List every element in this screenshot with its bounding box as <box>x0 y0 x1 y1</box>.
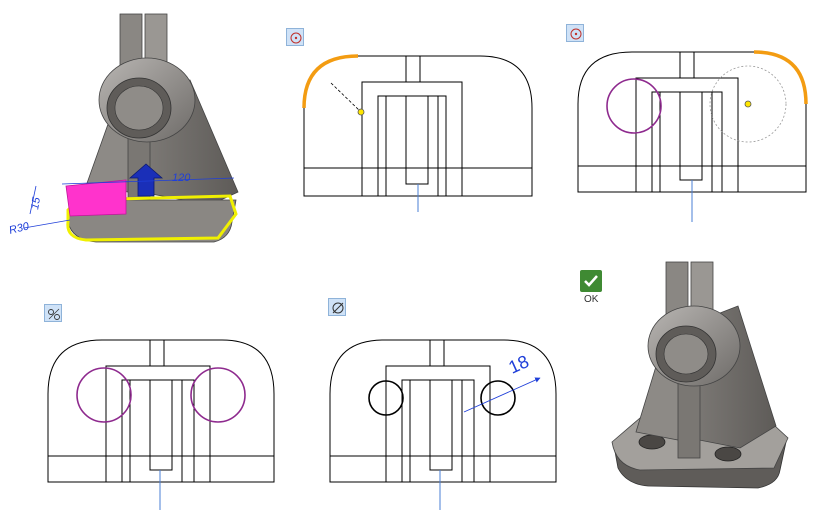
step1-3d-bracket-preview: 120 15 R30 <box>8 13 239 243</box>
dimension-radius-line <box>23 219 71 229</box>
circle-center-icon[interactable] <box>566 24 584 42</box>
arc-center-point[interactable] <box>357 108 365 116</box>
sketch-web-mid <box>377 95 447 197</box>
circle-center-icon[interactable] <box>286 28 304 46</box>
sketch-web-outer <box>361 81 463 197</box>
concentric-circles-icon[interactable] <box>44 304 62 322</box>
diameter-dimension-line <box>463 377 541 413</box>
extrude-face <box>65 179 127 217</box>
step3-sketch-draw-circle <box>577 50 808 222</box>
diameter-icon[interactable] <box>328 298 346 316</box>
sketch-circle-right[interactable] <box>190 367 246 423</box>
bracket-hub-bore <box>114 85 164 131</box>
result-web <box>677 377 701 459</box>
sketch-outline <box>329 339 557 483</box>
step4-sketch-two-circles <box>47 339 275 510</box>
extrude-direction-arrow[interactable] <box>128 163 164 197</box>
ok-label: OK <box>584 294 599 305</box>
selected-arc[interactable] <box>302 54 359 109</box>
diameter-dimension-label[interactable]: 18 <box>505 351 531 377</box>
hole-left[interactable] <box>368 380 404 416</box>
step6-3d-bracket-result <box>611 261 789 489</box>
ok-button[interactable] <box>580 270 602 292</box>
sketch-outline <box>47 339 275 483</box>
sketch-circle-left[interactable] <box>76 367 132 423</box>
selected-arc[interactable] <box>753 50 808 105</box>
circle-center-point[interactable] <box>744 100 752 108</box>
step2-sketch-select-arc <box>302 54 533 212</box>
sketch-outline <box>303 55 533 197</box>
dimension-width-label[interactable]: 120 <box>172 172 191 184</box>
extrude-outline <box>66 194 238 242</box>
dimension-width-line <box>61 177 235 185</box>
dimension-height-line <box>29 185 37 215</box>
result-hole-right <box>714 446 742 462</box>
step5-sketch-diameter: 18 <box>329 339 557 510</box>
sketch-slot <box>385 95 439 196</box>
dimension-height-label[interactable]: 15 <box>29 196 43 211</box>
sketch-circle-preview <box>709 65 787 143</box>
result-hub-bore <box>663 333 709 375</box>
sketch-circle-left[interactable] <box>606 78 662 134</box>
hole-right[interactable] <box>480 380 516 416</box>
arc-radius-guide <box>330 82 362 113</box>
dimension-radius-label[interactable]: R30 <box>8 220 31 237</box>
